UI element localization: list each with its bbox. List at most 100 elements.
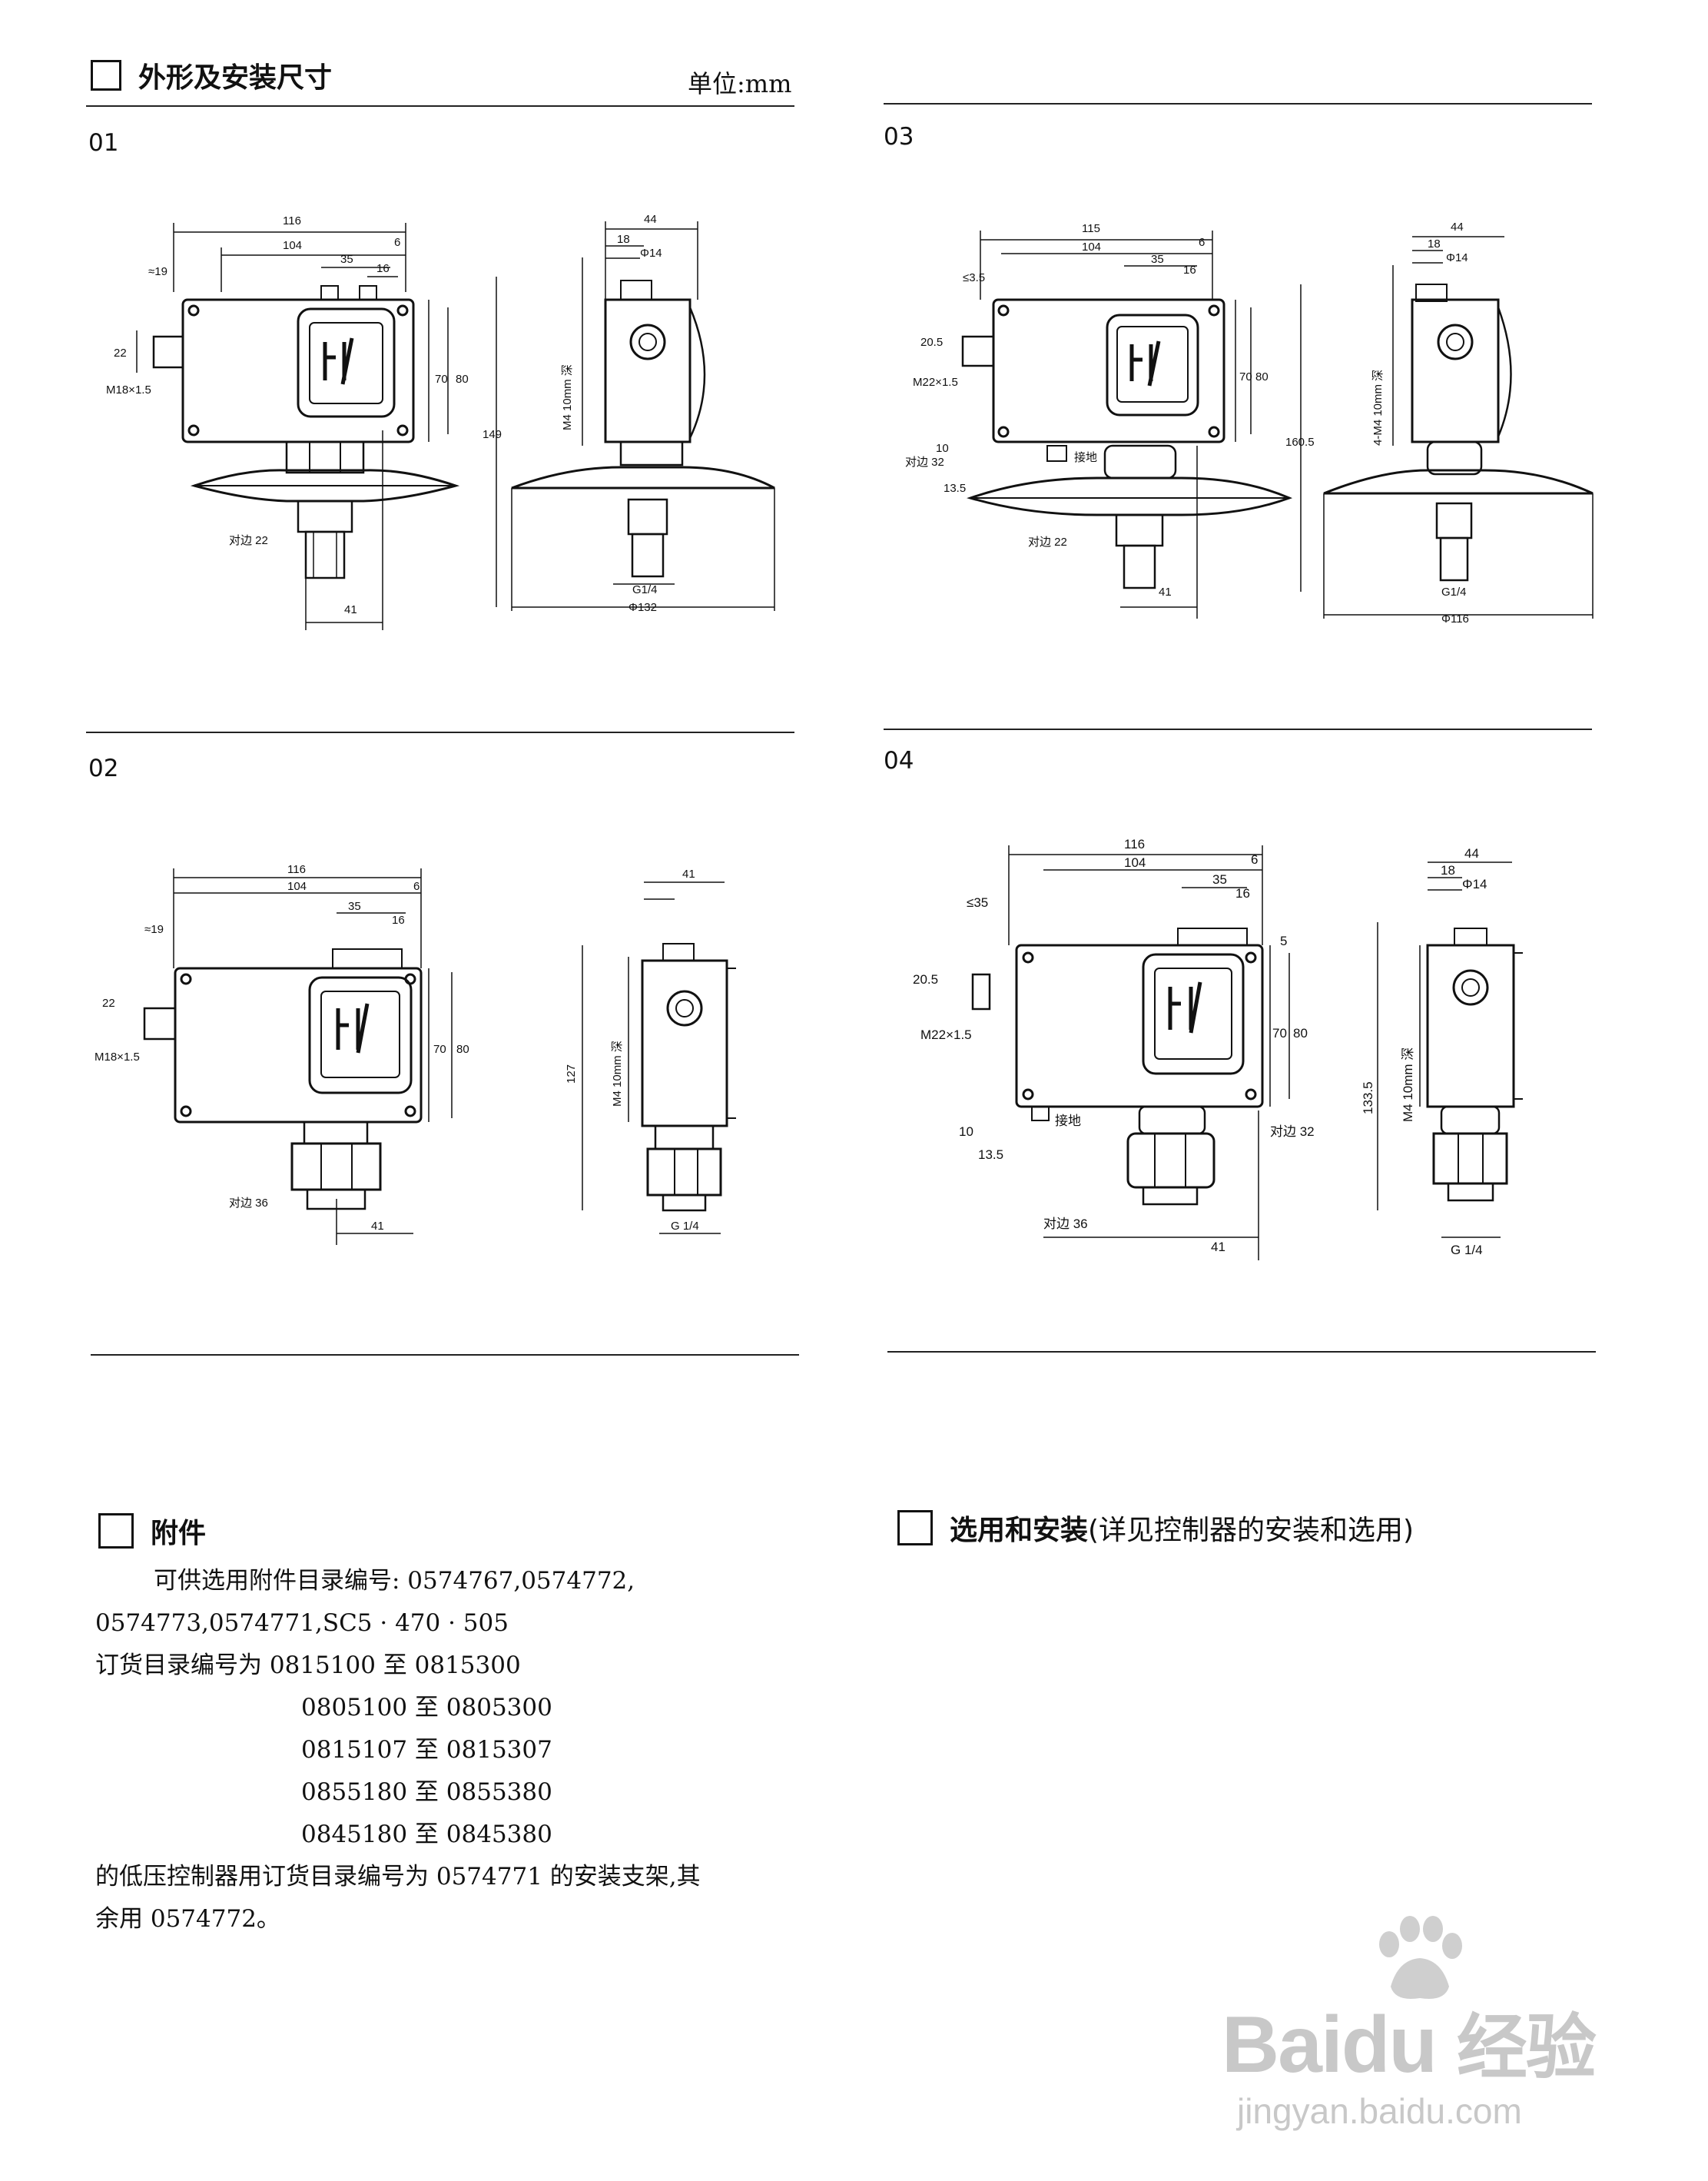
accessories-line-7: 0845180 至 0845380 (301, 1821, 552, 1848)
dim-5: 5 (1280, 934, 1287, 948)
side-view (1377, 861, 1523, 1238)
dim-6: 6 (1199, 236, 1205, 249)
side-view (1300, 236, 1594, 619)
section-checkbox (98, 1513, 134, 1549)
dim-10: 10 (936, 442, 949, 455)
dim-thread: M22×1.5 (920, 1027, 972, 1042)
dim-total-width: 116 (283, 214, 301, 227)
dim-70: 70 (1272, 1026, 1287, 1041)
accessories-line-8: 的低压控制器用订货目录编号为 0574771 的安装支架,其 (95, 1863, 701, 1891)
section-checkbox (91, 60, 121, 91)
dim-35: 35 (1151, 253, 1164, 266)
dim-total-width: 115 (1082, 222, 1100, 235)
dim-35: 35 (340, 253, 353, 266)
drawing-03: 115 104 35 16 6 ≤3.5 20.5 70 80 M22×1.5 … (905, 221, 1594, 626)
dim-ground: 接地 (1055, 1114, 1081, 1128)
paw-logo (1379, 1916, 1462, 1999)
dim-35: 35 (348, 900, 361, 913)
dim-across2: 对边 32 (1270, 1124, 1315, 1139)
figure-number-02: 02 (88, 755, 119, 782)
dim-80: 80 (456, 373, 469, 386)
dim-phi14: Φ14 (1446, 251, 1468, 264)
figure-number-04: 04 (884, 747, 914, 775)
front-view (971, 845, 1290, 1260)
dim-41: 41 (371, 1220, 384, 1233)
accessories-line-4: 0805100 至 0805300 (301, 1694, 552, 1721)
section-header-dimensions: 外形及安装尺寸 (91, 55, 332, 95)
divider-left-1 (86, 732, 794, 733)
dim-80: 80 (456, 1043, 469, 1056)
dim-35b: ≤35 (967, 895, 988, 910)
dim-35: 35 (1212, 872, 1227, 887)
dim-height: 127 (565, 1064, 578, 1084)
dimension-labels: 116 104 35 16 6 ≈19 22 70 80 M18×1.5 对边 … (95, 863, 699, 1233)
divider-right-1 (884, 729, 1592, 730)
dim-phi14: Φ14 (1462, 877, 1487, 891)
dim-hole: M4 10mm 深 (611, 1041, 624, 1107)
dim-pipe: G 1/4 (671, 1220, 699, 1233)
dim-6: 6 (413, 880, 420, 893)
dim-205: 20.5 (913, 972, 938, 987)
accessories-line-9: 余用 0574772。 (95, 1905, 280, 1933)
watermark: Baidu 经验 jingyan.baidu.com (1222, 1916, 1652, 2144)
accessories-title: 附件 (151, 1518, 207, 1549)
dim-35b: ≤3.5 (963, 271, 985, 284)
dim-hole: M4 10mm 深 (1401, 1047, 1415, 1122)
dim-6: 6 (394, 236, 400, 249)
dim-thread: M18×1.5 (95, 1051, 140, 1064)
dim-across: 对边 22 (229, 534, 268, 547)
dim-pipe: G1/4 (632, 583, 658, 596)
accessories-line-1: 可供选用附件目录编号: 0574767,0574772, (154, 1567, 635, 1595)
dim-6: 6 (1251, 852, 1258, 867)
dim-ground: 接地 (1074, 451, 1097, 464)
dim-across: 对边 36 (1043, 1217, 1088, 1231)
dim-19: ≈19 (148, 265, 167, 278)
dim-70: 70 (435, 373, 448, 386)
header-rule-left (86, 105, 794, 107)
selection-subtitle: (详见控制器的安装和选用) (1088, 1515, 1414, 1546)
dim-41: 41 (1159, 586, 1172, 599)
header-rule-right (884, 103, 1592, 105)
dim-18: 18 (1441, 863, 1455, 878)
dim-22: 22 (102, 997, 115, 1010)
accessories-line-3: 订货目录编号为 0815100 至 0815300 (95, 1652, 521, 1679)
dim-side-width: 41 (682, 868, 695, 881)
dim-side-width: 44 (1451, 221, 1464, 234)
section-header-selection: 选用和安装(详见控制器的安装和选用) (897, 1508, 1414, 1548)
section-checkbox (897, 1510, 933, 1545)
dim-41: 41 (1211, 1240, 1225, 1254)
watermark-brand-cn: 经验 (1456, 2009, 1597, 2087)
dim-pipe: G 1/4 (1451, 1243, 1483, 1257)
dim-side-width: 44 (644, 213, 657, 226)
accessories-line-2: 0574773,0574771,SC5 · 470 · 505 (95, 1609, 509, 1637)
dim-70: 70 (433, 1043, 446, 1056)
dimension-labels: 116 104 35 16 6 ≤35 20.5 5 70 80 M22×1.5… (913, 837, 1487, 1257)
dim-dia: Φ132 (628, 601, 657, 614)
watermark-brand-b: du (1341, 2000, 1438, 2090)
dim-80: 80 (1255, 370, 1269, 383)
front-view (961, 231, 1293, 619)
dim-16: 16 (376, 262, 390, 275)
dim-inner-width: 104 (1124, 855, 1146, 870)
dim-across: 对边 22 (1028, 536, 1067, 549)
figure-number-03: 03 (884, 123, 914, 151)
accessories-line-6: 0855180 至 0855380 (301, 1778, 552, 1806)
front-view (143, 868, 453, 1245)
dim-135: 13.5 (944, 482, 966, 495)
dim-16: 16 (392, 914, 405, 927)
dim-across: 对边 36 (229, 1197, 268, 1210)
dim-205: 20.5 (920, 336, 943, 349)
dim-height: 133.5 (1361, 1081, 1375, 1114)
dim-dia: Φ116 (1441, 612, 1469, 626)
dim-inner-width: 104 (1082, 241, 1101, 254)
dim-pipe: G1/4 (1441, 586, 1467, 599)
dim-70: 70 (1239, 370, 1252, 383)
dim-height: 160.5 (1285, 436, 1315, 449)
dim-19: ≈19 (144, 923, 164, 936)
side-view (582, 881, 736, 1234)
figure-number-01: 01 (88, 129, 119, 157)
dim-hole: 4-M4 10mm 深 (1371, 370, 1385, 446)
dim-total-width: 116 (1124, 837, 1145, 851)
dim-22: 22 (114, 347, 127, 360)
dim-16: 16 (1183, 264, 1196, 277)
